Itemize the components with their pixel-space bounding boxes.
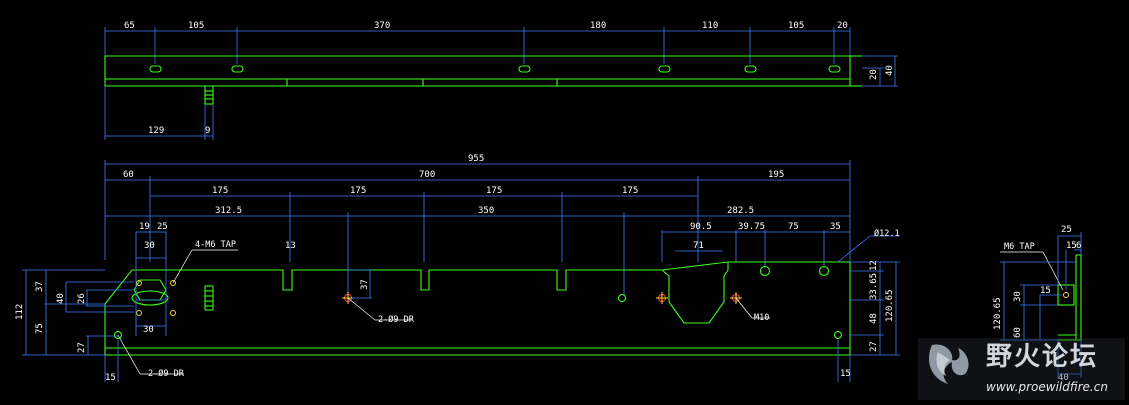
bottom-dim-15-left: 15 — [105, 373, 116, 383]
side-dim-15b: 15 — [1040, 286, 1051, 296]
dim-notch-30-top: 30 — [144, 241, 155, 251]
right-dim-27: 27 — [869, 341, 879, 352]
side-dim-60: 60 — [1013, 327, 1023, 338]
top-view-outline — [104, 55, 851, 87]
dim-notch-71: 71 — [693, 241, 704, 251]
dim-row4-b: 25 — [157, 222, 168, 232]
side-view: M6 TAP 25 15 6 120.65 30 60 15 40 — [993, 225, 1082, 383]
dim-notch-30-bottom: 30 — [143, 325, 154, 335]
side-dim-120-65: 120.65 — [993, 297, 1003, 330]
top-dim-3: 370 — [374, 21, 390, 31]
left-dim-112: 112 — [15, 304, 25, 320]
top-bottom-dim-1: 129 — [148, 126, 164, 136]
dim-row4-d: 90.5 — [690, 222, 712, 232]
watermark: 野火论坛 www.proewildfire.cn — [918, 338, 1125, 400]
right-dim-12: 12 — [869, 260, 879, 271]
top-dim-4: 180 — [590, 21, 606, 31]
callout-2-dr-left: 2-Ø9 DR — [148, 368, 185, 379]
dim-row3-a: 312.5 — [215, 206, 242, 216]
side-dim-30: 30 — [1013, 291, 1023, 302]
bottom-dim-15-right: 15 — [840, 369, 851, 379]
top-view: 65 105 370 180 110 105 20 — [104, 21, 898, 140]
dim-row4-f: 75 — [788, 222, 799, 232]
callout-diameter: Ø12.1 — [874, 228, 900, 239]
dim-row4-e: 39.75 — [738, 222, 765, 232]
dim-row3-b: 350 — [478, 206, 494, 216]
side-dim-40: 40 — [1058, 373, 1069, 383]
dim-row1-c: 195 — [768, 170, 784, 180]
top-bottom-dim-2: 9 — [205, 126, 210, 136]
dim-row2-c: 175 — [486, 186, 502, 196]
front-plate-outline — [104, 261, 851, 356]
left-dim-26: 26 — [77, 293, 87, 304]
side-dim-15: 15 — [1066, 241, 1077, 251]
right-dim-48: 48 — [869, 313, 879, 324]
left-dim-40: 40 — [56, 293, 66, 304]
dim-row1-a: 60 — [123, 170, 134, 180]
side-callout-tap: M6 TAP — [1004, 242, 1035, 252]
side-dim-6: 6 — [1076, 241, 1081, 251]
top-dim-2: 105 — [188, 21, 204, 31]
front-view: 955 60 700 195 175 175 175 175 312.5 350… — [15, 154, 900, 383]
dim-row1-b: 700 — [419, 170, 435, 180]
top-dim-6: 105 — [788, 21, 804, 31]
right-dim-33-65: 33.65 — [869, 273, 879, 300]
dim-row4-a: 19 — [139, 222, 150, 232]
top-dim-7: 20 — [837, 21, 848, 31]
callout-4-m6-tap: 4-M6 TAP — [195, 240, 236, 250]
left-dim-27: 27 — [77, 342, 87, 353]
top-dim-5: 110 — [702, 21, 718, 31]
watermark-url: www.proewildfire.cn — [986, 380, 1108, 394]
side-dim-25: 25 — [1061, 225, 1072, 235]
dim-row4-c: 13 — [285, 241, 296, 251]
callout-m10: M10 — [754, 313, 769, 323]
top-dim-1: 65 — [124, 21, 135, 31]
dim-row4-g: 35 — [830, 222, 841, 232]
dim-row2-a: 175 — [212, 186, 228, 196]
top-right-dim-1: 20 — [869, 69, 879, 80]
callout-2-dr-mid: 2-Ø9 DR — [378, 314, 415, 325]
top-right-dim-2: 40 — [885, 65, 895, 76]
dim-row2-d: 175 — [622, 186, 638, 196]
watermark-cn: 野火论坛 — [986, 342, 1098, 372]
left-dim-37: 37 — [35, 281, 45, 292]
dim-row2-b: 175 — [350, 186, 366, 196]
dim-row3-c: 282.5 — [727, 206, 754, 216]
right-dim-120-65: 120.65 — [885, 289, 895, 322]
dim-overall: 955 — [468, 154, 484, 164]
flame-logo-icon — [928, 344, 969, 384]
mid-dim-37: 37 — [360, 279, 370, 290]
left-dim-75: 75 — [35, 323, 45, 334]
